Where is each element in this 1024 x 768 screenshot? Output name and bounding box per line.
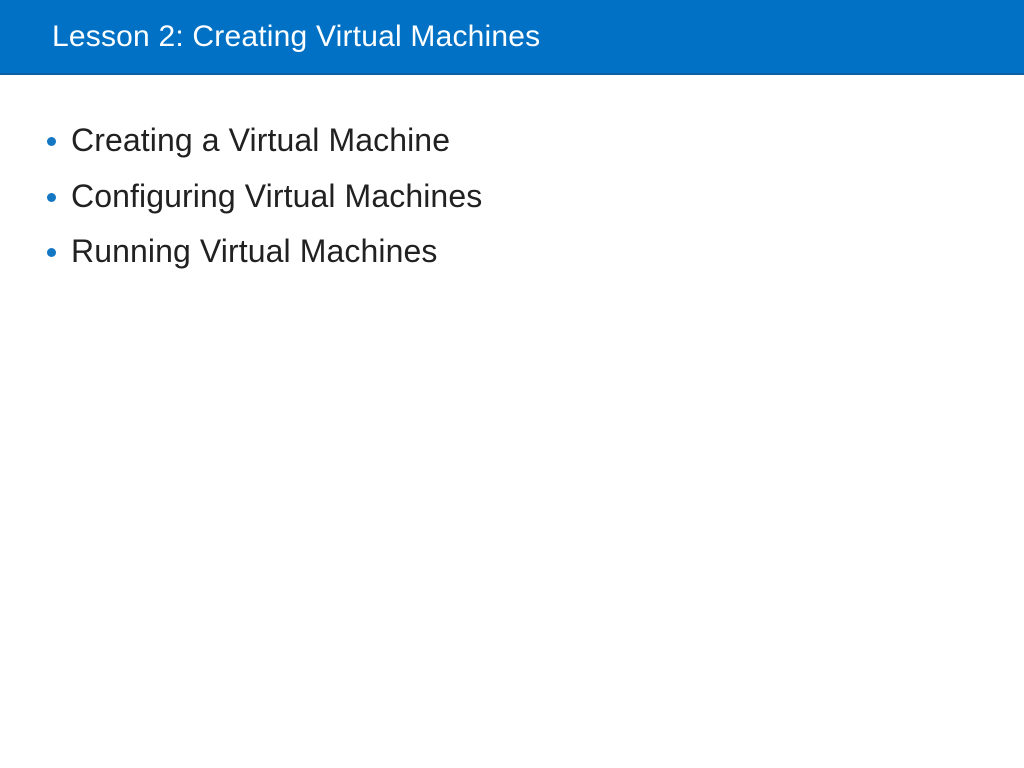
bullet-item: Creating a Virtual Machine (47, 113, 1024, 169)
bullet-item: Configuring Virtual Machines (47, 169, 1024, 225)
bullet-item: Running Virtual Machines (47, 224, 1024, 280)
bullet-label: Creating a Virtual Machine (71, 122, 451, 159)
bullet-dot-icon (47, 192, 56, 202)
slide-body: Creating a Virtual Machine Configuring V… (0, 77, 1024, 280)
slide-title: Lesson 2: Creating Virtual Machines (52, 19, 541, 53)
bullet-label: Configuring Virtual Machines (71, 177, 483, 214)
slide-title-bar: Lesson 2: Creating Virtual Machines (0, 0, 1024, 75)
bullet-dot-icon (47, 137, 56, 147)
bullet-label: Running Virtual Machines (71, 233, 438, 270)
bullet-list: Creating a Virtual Machine Configuring V… (0, 113, 1024, 280)
bullet-dot-icon (47, 248, 56, 258)
